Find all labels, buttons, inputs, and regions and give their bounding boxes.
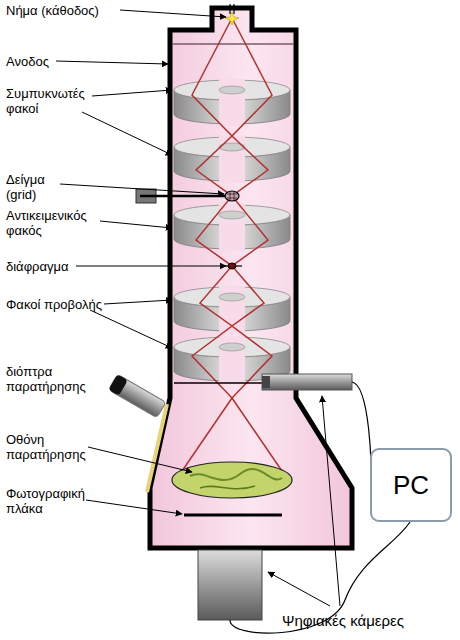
leader-arrow bbox=[82, 112, 172, 155]
magnetic-lens bbox=[174, 136, 290, 183]
lens-bore bbox=[219, 136, 245, 183]
scope-eyepiece bbox=[108, 374, 127, 396]
photo-plate bbox=[184, 514, 282, 517]
scope-tube bbox=[108, 374, 165, 418]
part-label: Φακοί προβολής bbox=[6, 297, 126, 312]
leader-arrow bbox=[120, 10, 226, 17]
electron-beam bbox=[180, 18, 232, 474]
leader-arrow bbox=[60, 184, 224, 194]
part-label: διάφραγμα bbox=[6, 259, 106, 274]
viewing-screen bbox=[172, 462, 292, 498]
sample-grid bbox=[225, 191, 239, 201]
part-label: Δείγμα (grid) bbox=[6, 172, 66, 202]
anode-plate bbox=[172, 43, 294, 45]
part-label: Αντικειμενικός φακός bbox=[6, 208, 116, 238]
leader-arrow bbox=[104, 300, 172, 304]
lens-bore-edge bbox=[219, 343, 245, 351]
magnetic-lens bbox=[174, 79, 290, 126]
column-body bbox=[150, 8, 352, 548]
box-text: PC bbox=[393, 470, 429, 501]
magnetic-lens bbox=[174, 204, 290, 251]
filament-wire bbox=[229, 4, 230, 14]
side-camera-lens bbox=[262, 376, 270, 388]
filament-spark bbox=[225, 12, 239, 25]
part-label: Ανοδος bbox=[6, 54, 86, 69]
leader-arrow bbox=[76, 266, 226, 267]
lens-bore bbox=[219, 336, 245, 383]
filament-wire bbox=[233, 4, 234, 14]
leader-arrow bbox=[56, 61, 168, 64]
grid-mesh bbox=[227, 191, 237, 201]
viewing-window bbox=[147, 404, 167, 492]
leader-arrow bbox=[322, 396, 340, 606]
electron-beam bbox=[232, 18, 284, 474]
leader-arrow bbox=[90, 310, 172, 348]
leader-arrow bbox=[268, 572, 330, 606]
part-label: Φωτογραφική πλάκα bbox=[6, 486, 106, 516]
screen-image bbox=[200, 486, 255, 489]
screen-image bbox=[190, 469, 282, 480]
viewing-scope bbox=[108, 374, 165, 418]
leader-arrow bbox=[100, 221, 172, 228]
leader-arrow bbox=[86, 500, 182, 514]
sample-rod bbox=[140, 195, 228, 198]
bottom-camera bbox=[198, 550, 262, 620]
lens-bore bbox=[219, 79, 245, 126]
lens-bore-edge bbox=[219, 293, 245, 301]
camera-cable bbox=[352, 382, 371, 484]
aperture-hole bbox=[228, 263, 236, 269]
leader-arrow bbox=[92, 90, 172, 96]
part-label: διόπτρα παρατήρησης bbox=[6, 364, 96, 394]
part-label: Συμπυκνωτές φακοί bbox=[6, 86, 96, 116]
lens-group bbox=[174, 79, 290, 383]
lens-bore-edge bbox=[219, 211, 245, 219]
leader-arrow bbox=[88, 447, 192, 472]
camera-label: Ψηφιακές κάμερες bbox=[282, 612, 458, 629]
part-label: Οθόνη παρατήρησης bbox=[6, 432, 106, 462]
part-label: Νήμα (κάθοδος) bbox=[6, 3, 136, 18]
lens-bore-edge bbox=[219, 86, 245, 94]
computer-box: PC bbox=[370, 448, 452, 522]
lens-bore bbox=[219, 204, 245, 251]
side-camera bbox=[262, 374, 352, 390]
